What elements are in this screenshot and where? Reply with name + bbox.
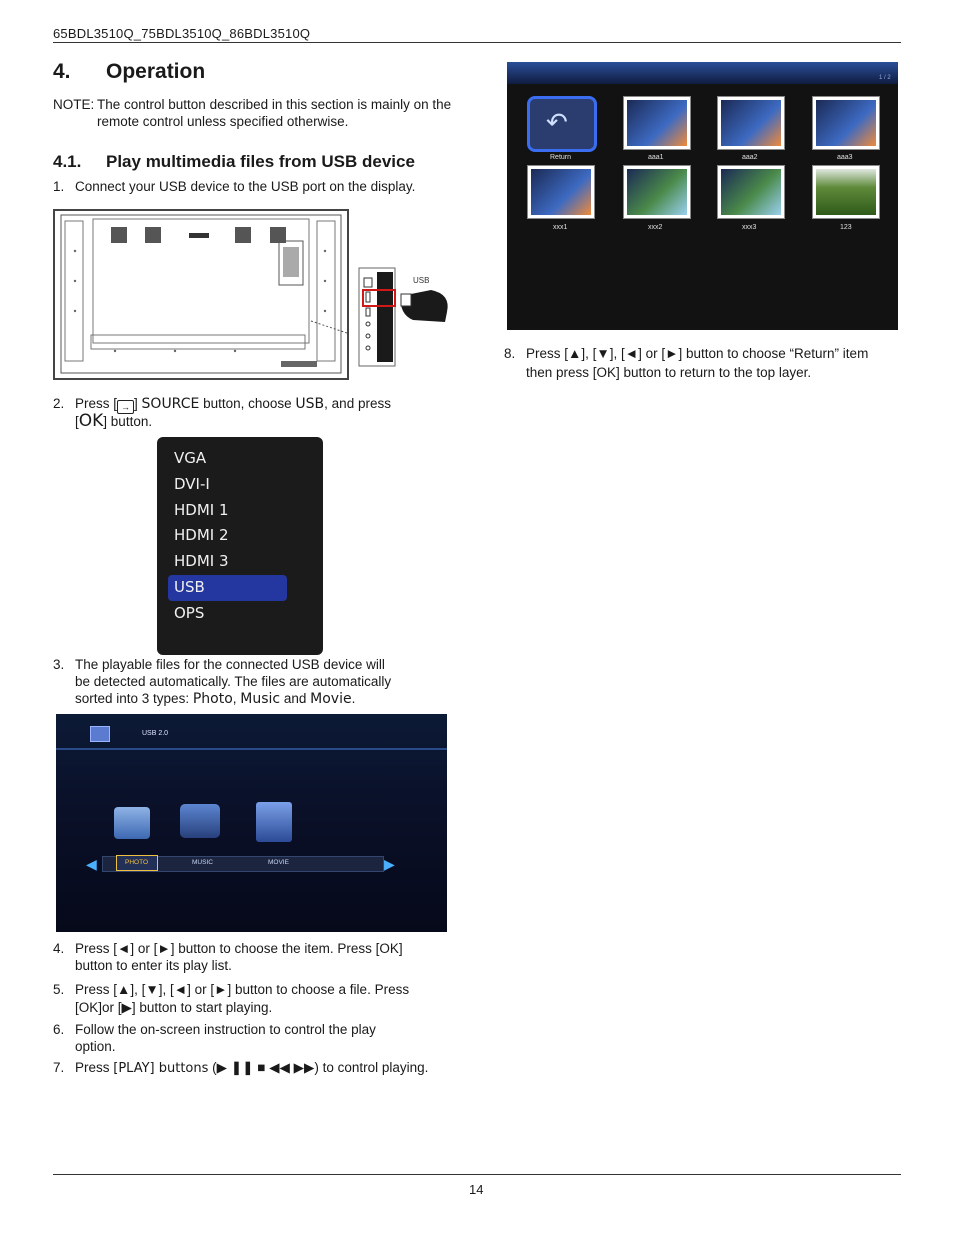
step-text: Press [PLAY] buttons (▶ ❚❚ ■ ◀◀ ▶▶) to c… [75,1060,429,1076]
photo-folder-icon [627,169,687,215]
document-header: 65BDL3510Q_75BDL3510Q_86BDL3510Q [53,26,311,41]
tab-selected-frame [116,855,158,871]
image-file-tile-123[interactable] [812,165,880,219]
step-text: The playable files for the connected USB… [75,657,385,672]
folder-tile-aaa2[interactable] [717,96,785,150]
step-number: 4. [53,941,65,956]
step-text-line2: be detected automatically. The files are… [75,674,392,689]
step-text: Follow the on-screen instruction to cont… [75,1022,376,1037]
step-4: 4. Press [◄] or [►] button to choose the… [53,940,453,974]
usb-media-screen: USB 2.0 ◀ PHOTO MUSIC MOVIE ▶ [56,714,447,932]
step-text: Press [▲], [▼], [◄] or [►] button to cho… [75,982,410,997]
tile-label: aaa2 [742,154,758,161]
step-text-line2: [OK] button. [75,411,153,431]
step-number: 1. [53,179,65,194]
usb-device-label: USB 2.0 [142,730,169,737]
movie-clapper-icon[interactable] [256,802,292,842]
return-arrow-icon: ↶ [546,107,568,137]
step-text: Press [▲], [▼], [◄] or [►] button to cho… [526,346,869,361]
page-number: 14 [469,1182,484,1197]
source-menu-selection-highlight [168,575,287,601]
step-2: 2. Press [→] SOURCE button, choose USB, … [53,395,453,431]
source-item-hdmi1[interactable]: HDMI 1 [174,501,229,519]
source-item-hdmi2[interactable]: HDMI 2 [174,526,229,544]
step-number: 7. [53,1060,65,1075]
tab-right-arrow-icon[interactable]: ▶ [384,856,395,872]
step-text: Press [◄] or [►] button to choose the it… [75,941,403,956]
step-text-line2: option. [75,1039,116,1054]
tile-label: xxx3 [742,224,757,231]
tab-photo[interactable]: PHOTO [125,859,148,866]
folder-icon [721,100,781,146]
step-3: 3. The playable files for the connected … [53,656,453,710]
step-number: 8. [504,346,516,361]
folder-tile-xxx1[interactable] [527,165,595,219]
folder-icon [627,100,687,146]
tab-movie[interactable]: MOVIE [268,859,289,866]
header-rule [53,42,901,43]
step-number: 2. [53,396,65,411]
source-item-dvi[interactable]: DVI-I [174,475,210,493]
tab-bar [102,856,384,872]
source-item-hdmi3[interactable]: HDMI 3 [174,552,229,570]
tile-label: Return [550,154,572,161]
section-title: Operation [106,60,206,83]
step-text-line2: [OK]or [▶] button to start playing. [75,1000,273,1015]
return-tile[interactable]: ↶ [527,96,597,152]
usb-port-label: USB [413,276,430,285]
display-rear-panel-image [53,209,349,380]
photo-folder-icon [721,169,781,215]
step-number: 3. [53,657,65,672]
tile-label: aaa1 [648,154,664,161]
step-text-line2: then press [OK] button to return to the … [526,365,812,380]
tile-label: aaa3 [837,154,853,161]
tile-label: xxx2 [648,224,663,231]
step-text-line3: sorted into 3 types: Photo, Music and Mo… [75,691,356,707]
folder-icon [816,100,876,146]
step-text-line2: button to enter its play list. [75,958,232,973]
image-thumbnail [816,169,876,215]
section-number: 4. [53,60,71,83]
photo-folder-tile-xxx2[interactable] [623,165,691,219]
music-projector-icon[interactable] [180,804,220,838]
note-text: The control button described in this sec… [97,97,452,129]
folder-tile-aaa1[interactable] [623,96,691,150]
note-label: NOTE: [53,97,95,112]
subsection-title: Play multimedia files from USB device [106,152,415,171]
file-browser-screen: 1 / 2 ↶ Return aaa1 aaa2 aaa3 xxx1 xxx2 … [507,62,898,330]
subsection-number: 4.1. [53,152,82,171]
ok-button-icon: OK [78,411,104,431]
source-icon: → [117,400,135,414]
step-1: 1. Connect your USB device to the USB po… [53,178,453,196]
folder-icon [531,169,591,215]
top-divider [56,748,447,750]
step-7: 7. Press [PLAY] buttons (▶ ❚❚ ■ ◀◀ ▶▶) t… [53,1059,453,1077]
photo-camera-icon[interactable] [114,807,150,839]
photo-folder-tile-xxx3[interactable] [717,165,785,219]
step-6: 6. Follow the on-screen instruction to c… [53,1021,453,1055]
step-5: 5. Press [▲], [▼], [◄] or [►] button to … [53,981,453,1017]
step-text: Press [→] SOURCE button, choose USB, and… [75,396,391,414]
folder-tile-aaa3[interactable] [812,96,880,150]
page-indicator: 1 / 2 [879,75,891,81]
tab-music[interactable]: MUSIC [192,859,213,866]
step-8: 8. Press [▲], [▼], [◄] or [►] button to … [504,345,904,381]
step-text: Connect your USB device to the USB port … [75,179,416,194]
usb-port-closeup: USB [357,266,457,368]
rear-panel-drawing [60,214,348,374]
usb-port-drawing [358,267,448,367]
browser-title-bar [507,62,898,84]
usb-device-icon [90,726,110,742]
source-item-vga[interactable]: VGA [174,449,207,467]
tab-left-arrow-icon[interactable]: ◀ [86,856,97,872]
source-item-ops[interactable]: OPS [174,604,205,622]
footer-rule [53,1174,901,1175]
step-number: 6. [53,1022,65,1037]
source-menu: VGA DVI-I HDMI 1 HDMI 2 HDMI 3 USB OPS [157,437,323,655]
step-number: 5. [53,982,65,997]
tile-label: 123 [840,224,852,231]
tile-label: xxx1 [553,224,568,231]
source-item-usb[interactable]: USB [174,578,205,596]
